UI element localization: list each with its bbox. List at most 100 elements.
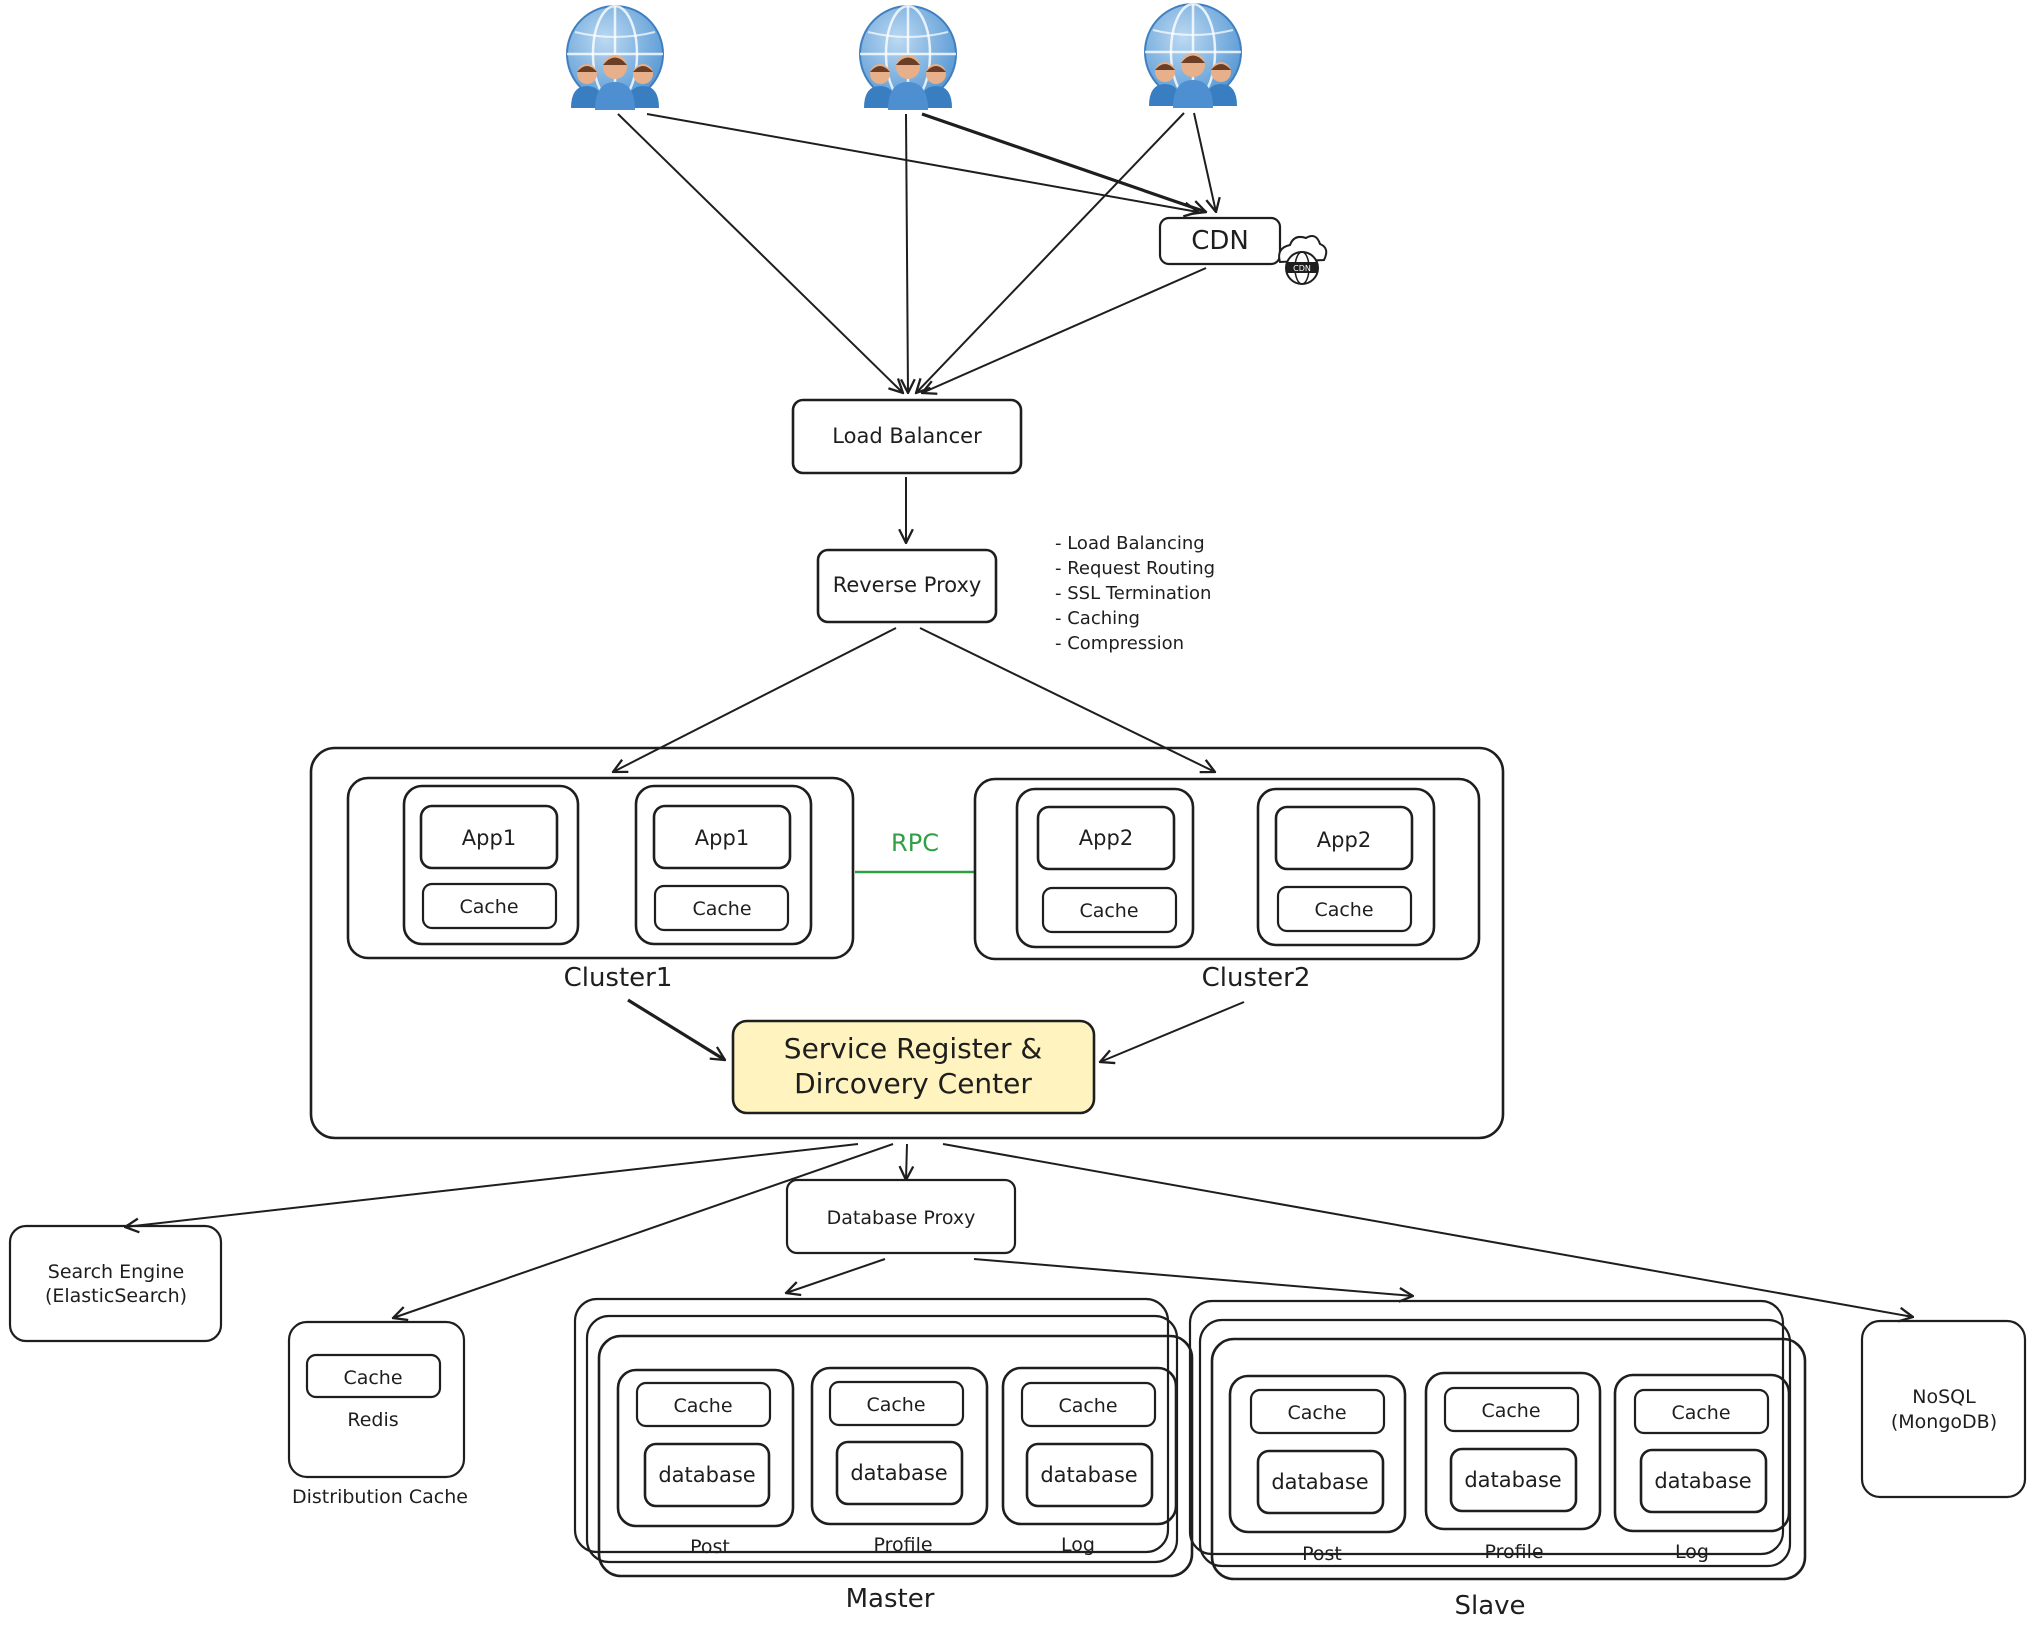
slave-group: Cache database Post Cache database Profi… bbox=[1188, 1299, 1807, 1621]
app-box[interactable] bbox=[1036, 805, 1176, 871]
master-group: Cache database Post Cache database Profi… bbox=[573, 1297, 1194, 1614]
app-node-box[interactable] bbox=[1256, 787, 1436, 947]
edge-dbproxy-master bbox=[786, 1258, 886, 1293]
database-proxy-box[interactable] bbox=[785, 1178, 1017, 1255]
app-box[interactable] bbox=[1274, 805, 1414, 871]
app-box[interactable] bbox=[419, 804, 559, 870]
cache-box[interactable] bbox=[1041, 886, 1178, 934]
proxy-feature-list: - Load Balancing - Request Routing - SSL… bbox=[1055, 533, 1215, 654]
proxy-feature-item: - SSL Termination bbox=[1055, 583, 1211, 604]
cache-label: Cache bbox=[1287, 1402, 1346, 1424]
cache-box[interactable] bbox=[635, 1381, 772, 1428]
shard-box[interactable] bbox=[1228, 1374, 1407, 1534]
edge-cluster2-registry bbox=[1100, 1001, 1245, 1062]
database-label: database bbox=[1271, 1470, 1368, 1494]
database-label: database bbox=[1040, 1463, 1137, 1487]
cache-label: Cache bbox=[866, 1394, 925, 1416]
database-box[interactable] bbox=[1256, 1449, 1385, 1515]
users-globe-icon bbox=[858, 4, 958, 112]
shard-label: Profile bbox=[1484, 1541, 1543, 1563]
cache-box[interactable] bbox=[828, 1380, 965, 1427]
edge-users1-cdn bbox=[646, 113, 1198, 212]
cluster2-label: Cluster2 bbox=[1202, 963, 1311, 993]
service-registry-line1: Service Register & bbox=[784, 1032, 1042, 1065]
database-box[interactable] bbox=[643, 1442, 771, 1508]
edge-cluster1-registry bbox=[627, 998, 725, 1062]
cluster1-label: Cluster1 bbox=[564, 963, 673, 993]
rpc-label: RPC bbox=[891, 829, 939, 857]
database-box[interactable] bbox=[1449, 1447, 1578, 1513]
shard-box[interactable] bbox=[1613, 1373, 1791, 1533]
shard-label: Post bbox=[690, 1536, 730, 1558]
service-registry-box[interactable] bbox=[731, 1019, 1096, 1115]
cluster1-box[interactable] bbox=[346, 776, 855, 960]
cdn-badge-text: CDN bbox=[1293, 264, 1311, 273]
proxy-feature-item: - Load Balancing bbox=[1055, 533, 1205, 554]
master-box[interactable] bbox=[597, 1334, 1194, 1578]
search-engine-box[interactable] bbox=[8, 1224, 223, 1343]
shard-box[interactable] bbox=[1001, 1366, 1178, 1526]
application-container bbox=[309, 746, 1505, 1140]
service-registry-line2: Dircovery Center bbox=[794, 1067, 1032, 1100]
edge-cdn-lb bbox=[922, 267, 1207, 393]
shard-box[interactable] bbox=[810, 1366, 989, 1526]
nosql-line2: (MongoDB) bbox=[1891, 1411, 1997, 1433]
reverse-proxy-box[interactable] bbox=[816, 548, 998, 624]
app-node-box[interactable] bbox=[1015, 787, 1195, 949]
edge-app-search bbox=[125, 1143, 859, 1227]
edge-app-redis bbox=[393, 1143, 894, 1318]
edge-app-nosql bbox=[942, 1143, 1913, 1317]
app-node-box[interactable] bbox=[402, 784, 580, 946]
edge-proxy-cluster1 bbox=[613, 627, 897, 772]
proxy-feature-item: - Request Routing bbox=[1055, 558, 1215, 579]
cache-box[interactable] bbox=[653, 884, 790, 932]
database-label: database bbox=[1654, 1469, 1751, 1493]
nosql-line1: NoSQL bbox=[1912, 1386, 1976, 1408]
proxy-feature-item: - Caching bbox=[1055, 608, 1140, 629]
cache-box[interactable] bbox=[1633, 1388, 1770, 1435]
cache-label: Cache bbox=[1481, 1400, 1540, 1422]
cdn-cloud-icon: CDN bbox=[1278, 235, 1328, 285]
cache-box[interactable] bbox=[421, 882, 558, 930]
cache-label: Cache bbox=[673, 1395, 732, 1417]
load-balancer-label: Load Balancer bbox=[832, 424, 982, 448]
cdn-label: CDN bbox=[1191, 226, 1249, 256]
database-box[interactable] bbox=[1025, 1442, 1154, 1508]
edge-users3-cdn bbox=[1193, 112, 1216, 212]
master-stack-back bbox=[573, 1297, 1170, 1554]
edge-dbproxy-slave bbox=[973, 1258, 1413, 1296]
cache-box[interactable] bbox=[1276, 885, 1413, 933]
slave-box[interactable] bbox=[1210, 1337, 1807, 1581]
cache-label: Cache bbox=[1314, 899, 1373, 921]
edge-app-dbproxy bbox=[906, 1143, 907, 1180]
master-label: Master bbox=[846, 1584, 935, 1614]
cache-box[interactable] bbox=[1443, 1386, 1580, 1433]
cache-label: Cache bbox=[1079, 900, 1138, 922]
shard-label: Log bbox=[1675, 1541, 1709, 1563]
redis-cache-box[interactable] bbox=[305, 1353, 442, 1399]
shard-box[interactable] bbox=[1424, 1371, 1602, 1531]
app-label: App2 bbox=[1079, 826, 1133, 850]
search-engine-line2: (ElasticSearch) bbox=[45, 1285, 187, 1307]
cache-box[interactable] bbox=[1249, 1388, 1386, 1435]
app-box[interactable] bbox=[652, 804, 792, 870]
app-label: App2 bbox=[1317, 828, 1371, 852]
redis-cache-label: Cache bbox=[343, 1367, 402, 1389]
database-box[interactable] bbox=[1639, 1448, 1768, 1514]
database-box[interactable] bbox=[835, 1440, 964, 1506]
edge-users2-lb bbox=[906, 113, 908, 393]
distribution-cache-box[interactable] bbox=[287, 1320, 466, 1479]
nosql-box[interactable] bbox=[1860, 1319, 2027, 1499]
cache-label: Cache bbox=[692, 898, 751, 920]
shard-label: Profile bbox=[873, 1534, 932, 1556]
cdn-box[interactable] bbox=[1158, 216, 1282, 266]
cache-box[interactable] bbox=[1020, 1381, 1157, 1428]
edge-users1-lb bbox=[617, 113, 903, 393]
search-engine-line1: Search Engine bbox=[48, 1261, 184, 1283]
cluster2-box[interactable] bbox=[973, 777, 1481, 961]
edge-users2-cdn bbox=[921, 112, 1206, 212]
shard-box[interactable] bbox=[616, 1368, 795, 1528]
app-node-box[interactable] bbox=[634, 784, 813, 946]
load-balancer-box[interactable] bbox=[791, 398, 1023, 475]
